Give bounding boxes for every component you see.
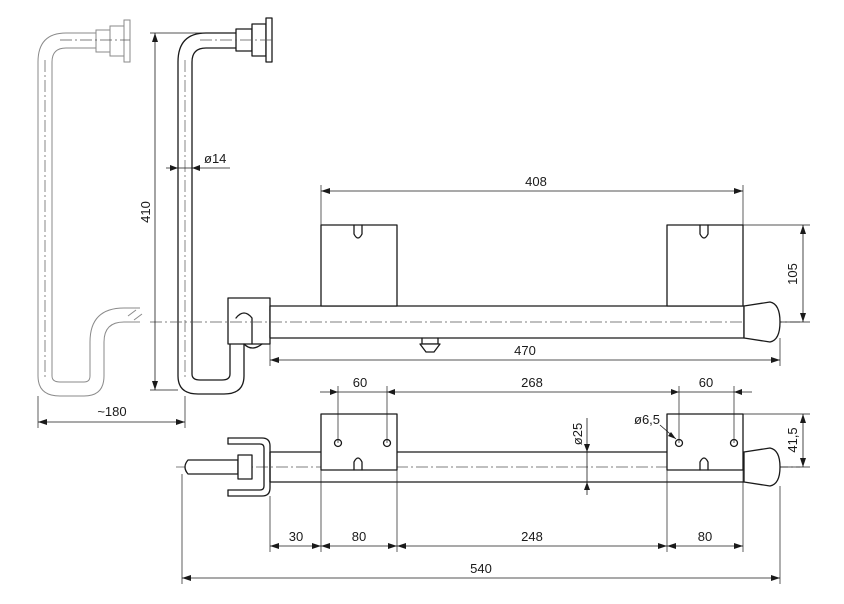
dim-408: 408 xyxy=(320,174,744,225)
dim-180: ~180 xyxy=(37,396,186,428)
left-support-block xyxy=(320,224,398,307)
dim-105: 105 xyxy=(743,224,810,323)
dim-hole-diameter: ø6,5 xyxy=(634,412,677,440)
dim-diameter-14-label: ø14 xyxy=(204,151,226,166)
dim-top-chain: 60 268 60 xyxy=(320,375,752,443)
top-bar-assembly xyxy=(176,413,800,497)
dim-60-right-label: 60 xyxy=(699,375,713,390)
dim-410: 410 xyxy=(138,32,236,391)
dim-470-label: 470 xyxy=(514,343,536,358)
dim-180-label: ~180 xyxy=(97,404,126,419)
right-support-block xyxy=(666,224,744,307)
ghost-l-handle xyxy=(37,19,143,397)
dim-30-label: 30 xyxy=(289,529,303,544)
dim-410-label: 410 xyxy=(138,201,153,223)
dim-248-label: 248 xyxy=(521,529,543,544)
dim-540: 540 xyxy=(181,474,781,584)
dim-80-right-label: 80 xyxy=(698,529,712,544)
dim-268-label: 268 xyxy=(521,375,543,390)
end-cap-side xyxy=(743,301,781,343)
dim-41-5-label: 41,5 xyxy=(785,427,800,452)
dim-105-label: 105 xyxy=(785,263,800,285)
dim-408-label: 408 xyxy=(525,174,547,189)
dim-41-5: 41,5 xyxy=(743,413,810,468)
pin-tube xyxy=(184,459,239,475)
dim-bar-diameter: ø25 xyxy=(570,418,590,495)
end-cap-top xyxy=(743,447,781,487)
dim-60-left-label: 60 xyxy=(353,375,367,390)
side-mount-bracket xyxy=(227,297,275,349)
dim-540-label: 540 xyxy=(470,561,492,576)
l-handle xyxy=(177,17,274,395)
dim-tube-diameter: ø14 xyxy=(166,151,230,171)
dim-hole-label: ø6,5 xyxy=(634,412,660,427)
dim-bottom-chain: 30 80 248 80 xyxy=(269,470,744,552)
dim-80-left-label: 80 xyxy=(352,529,366,544)
dim-25-label: ø25 xyxy=(570,423,585,445)
side-bar-assembly xyxy=(150,224,800,353)
dim-470: 470 xyxy=(269,338,781,366)
